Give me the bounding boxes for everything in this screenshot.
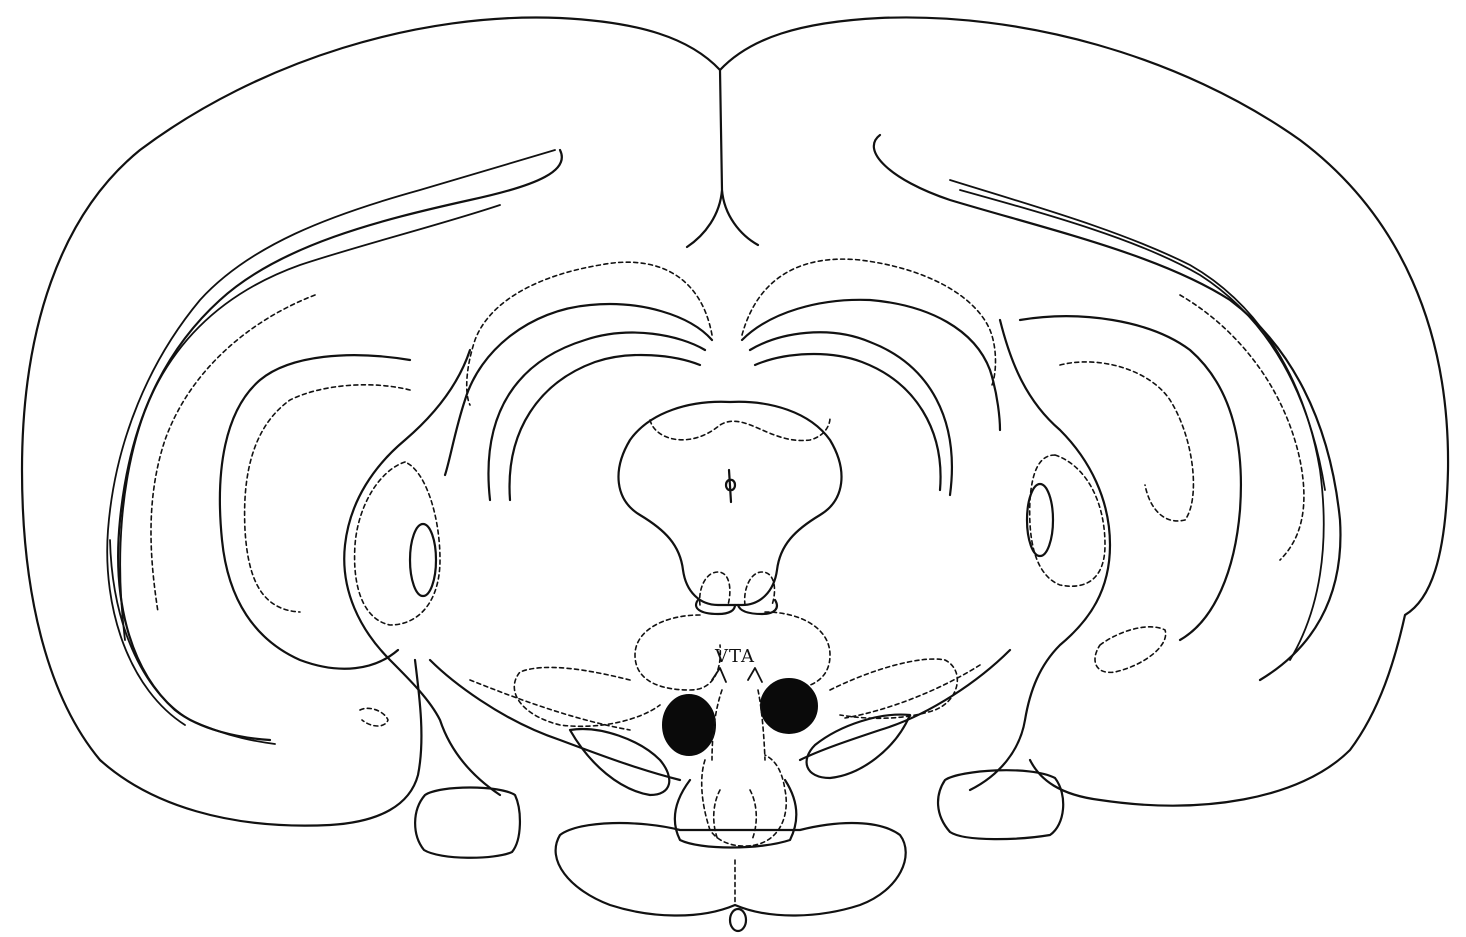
left-cortex-layer xyxy=(110,540,275,744)
left-ventral-box xyxy=(415,788,520,858)
interpeduncular-upper-left xyxy=(700,572,730,605)
right-hippocampus-outer xyxy=(874,135,1341,680)
left-hippocampus-dashed xyxy=(151,295,315,612)
midline-fissure xyxy=(687,70,758,247)
periaqueductal-gray xyxy=(619,402,842,605)
vta-right-dashed-region xyxy=(765,612,830,690)
left-lower-band xyxy=(430,660,680,780)
left-hippocampus-inner xyxy=(107,150,555,725)
right-lateral-nucleus xyxy=(1027,484,1053,556)
ventral-central-dashed xyxy=(712,690,765,760)
right-ventricle-lobe xyxy=(1020,316,1241,640)
right-hippocampus-inner xyxy=(950,180,1324,660)
cerebral-aqueduct xyxy=(726,470,735,502)
cerebellar-lobe xyxy=(556,823,906,915)
ventral-midline-notch xyxy=(730,909,746,931)
left-hippocampus-inner-2 xyxy=(120,205,500,640)
right-lesion xyxy=(761,679,817,733)
ventral-central-lobes xyxy=(702,755,787,846)
vta-left-dashed-region xyxy=(635,615,720,690)
left-lateral-nucleus xyxy=(410,524,436,596)
dorsal-arch-left xyxy=(445,304,712,475)
right-ventral-box xyxy=(938,770,1063,839)
ventral-inner-dashed xyxy=(714,790,757,840)
left-ventricle-lobe-dashed xyxy=(245,385,410,612)
left-lateral-dashed xyxy=(355,462,440,625)
left-hippocampus-outer xyxy=(118,150,562,740)
left-vta-tick xyxy=(712,668,726,682)
left-small-dashed xyxy=(360,708,388,726)
vta-label: VTA xyxy=(714,646,755,667)
right-mid-dashed-region xyxy=(830,659,957,718)
periaqueductal-dashed xyxy=(650,418,830,440)
dorsal-arch-right-dashed xyxy=(742,259,996,385)
right-hippocampus-dashed xyxy=(1180,295,1304,560)
dorsal-arch-left-dashed xyxy=(467,262,712,405)
left-mid-dashed-region xyxy=(514,667,660,726)
fornix-right-band-inner xyxy=(755,354,941,490)
ventral-pons-outline xyxy=(675,780,797,848)
fornix-left-band-inner xyxy=(510,355,700,500)
left-lesion xyxy=(663,695,715,755)
right-ventricle-lobe-dashed xyxy=(1060,362,1193,521)
right-vta-tick xyxy=(748,668,762,682)
right-small-dashed-structure xyxy=(1095,627,1166,673)
